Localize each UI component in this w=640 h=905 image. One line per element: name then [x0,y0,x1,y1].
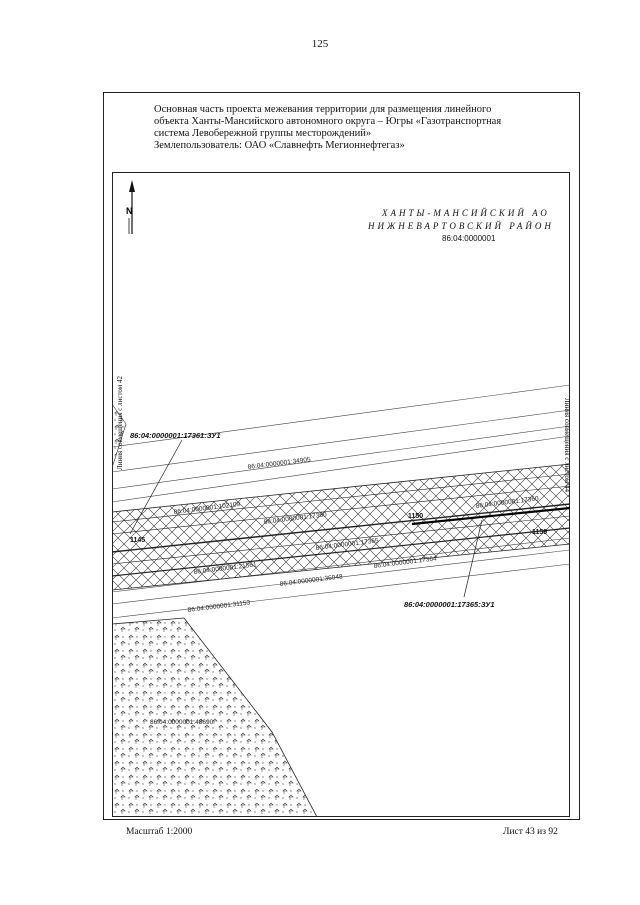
forest-area-bottom [112,617,318,817]
point-label: 1150 [408,513,423,520]
map-scale: Масштаб 1:2000 [126,827,193,837]
header-line-4: Землепользователь: ОАО «Славнефть Мегион… [154,140,405,151]
header-line-3: система Левобережной группы месторождени… [154,128,372,139]
map-canvas: N 86:04:0000001:17361:ЗУ1 86:04:0000001:… [112,180,570,817]
leader-zu-top [129,439,183,535]
north-label: N [126,206,133,216]
pipeline-segment [411,506,570,526]
header-line-1: Основная часть проекта межевания террито… [154,104,492,115]
sheet-frame [103,92,580,820]
region-code: 86:04:0000001 [442,234,496,243]
parcel-label: 86:04:0000001:34905 [247,456,311,471]
region-label-district: НИЖНЕВАРТОВСКИЙ РАЙОН [368,221,554,231]
corridor-lines [112,473,570,577]
match-line-right: Линия совмещения с листом 44 [563,398,571,492]
zu-label-bottom: 86:04:0000001:17365:ЗУ1 [404,600,495,609]
leader-zu-bottom [463,519,483,598]
parcel-label: 86:04:0000001:48690 [150,719,214,726]
hatched-corridor [112,463,570,591]
page-number: 125 [311,38,329,50]
point-label: 1159 [532,529,547,536]
north-arrow-icon [128,180,135,234]
parcel-label: 86:04:0000001:31153 [187,599,251,614]
point-label: 1145 [130,537,145,544]
parcel-label: 86:04:0000001:36048 [279,573,343,588]
zu-label-top: 86:04:0000001:17361:ЗУ1 [130,431,221,440]
header-line-2: объекта Ханты-Мансийского автономного ок… [154,116,502,127]
region-label-ao: ХАНТЫ-МАНСИЙСКИЙ АО [382,208,550,218]
sheet-number: Лист 43 из 92 [503,827,558,837]
match-line-left: Линия совмещения с листом 42 [116,376,124,470]
sheet-header: Основная часть проекта межевания террито… [154,104,574,152]
